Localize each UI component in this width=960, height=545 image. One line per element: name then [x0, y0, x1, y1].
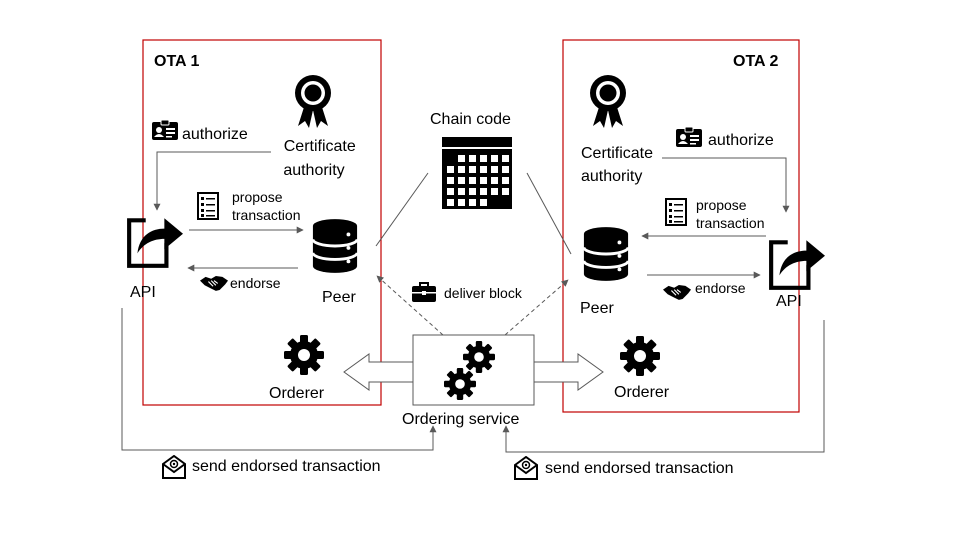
calendar-cell: [469, 166, 476, 173]
ordering-service-fat-arrow-left: [343, 353, 413, 391]
send-right-label: send endorsed transaction: [545, 460, 734, 477]
ota1-handshake-icon: [200, 275, 228, 292]
ota2-id-card-icon: [676, 127, 702, 147]
ordering-service-box: [412, 334, 535, 406]
calendar-cell: [447, 177, 454, 184]
calendar-cell: [447, 199, 454, 206]
calendar-cell: [502, 155, 509, 162]
ordering-service-label: Ordering service: [402, 411, 519, 428]
calendar-cell: [458, 188, 465, 195]
calendar-cell: [447, 188, 454, 195]
ota1-boundary: [142, 39, 382, 406]
calendar-cell: [502, 188, 509, 195]
send-left-arrow: [121, 308, 437, 451]
calendar-cell: [491, 166, 498, 173]
calendar-cell: [447, 166, 454, 173]
ota1-propose-icon: [197, 192, 219, 220]
ota2-api-label: API: [776, 293, 802, 310]
ota2-endorse-label: endorse: [695, 280, 746, 296]
calendar-cell: [458, 155, 465, 162]
ota2-authorize-arrow: [662, 157, 790, 213]
calendar-cell: [480, 166, 487, 173]
ota2-peer-label: Peer: [580, 300, 614, 317]
calendar-cell: [480, 188, 487, 195]
chain-code-calendar-icon: [442, 137, 512, 209]
calendar-cell: [458, 177, 465, 184]
calendar-cell: [491, 177, 498, 184]
deliver-block-briefcase-icon: [412, 282, 436, 302]
ota1-peer-icon: [311, 217, 359, 275]
ota1-certificate-authority-label: Certificate authority: [283, 138, 360, 179]
send-left-label: send endorsed transaction: [192, 458, 381, 475]
calendar-cell: [458, 166, 465, 173]
ota2-authorize-label: authorize: [708, 132, 774, 149]
calendar-cell: [502, 177, 509, 184]
ordering-service-gear-icon-small: [444, 368, 476, 400]
ordering-service-gear-icon-large: [463, 341, 495, 373]
ota2-orderer-label: Orderer: [614, 384, 670, 401]
ota1-endorse-label: endorse: [230, 275, 281, 291]
calendar-cell: [491, 155, 498, 162]
ota1-authorize-arrow: [153, 151, 271, 211]
calendar-cell: [480, 177, 487, 184]
ota1-title: OTA 1: [154, 53, 199, 70]
ota2-propose-label: propose transaction: [696, 197, 764, 231]
ota2-certificate-icon: [590, 75, 626, 128]
ota1-id-card-icon: [152, 120, 178, 140]
calendar-cell: [480, 199, 487, 206]
ota2-handshake-icon: [663, 284, 691, 301]
calendar-cell: [469, 188, 476, 195]
ota2-api-icon: [771, 240, 825, 288]
ota2-title: OTA 2: [733, 53, 778, 70]
ota2-orderer-icon: [620, 336, 660, 376]
chain-code-link-right: [526, 172, 572, 255]
send-right-mail-icon: [514, 456, 538, 480]
ota1-orderer-icon: [284, 335, 324, 375]
ota2-peer-icon: [582, 225, 630, 283]
send-right-arrow: [502, 320, 825, 453]
ota1-api-label: API: [130, 284, 156, 301]
ota1-api-icon: [129, 218, 183, 266]
deliver-block-label: deliver block: [444, 285, 523, 301]
deliver-block-arrow-left: [376, 275, 444, 336]
calendar-cell: [469, 177, 476, 184]
chain-code-link-left: [375, 172, 429, 247]
ota1-certificate-icon: [295, 75, 331, 128]
calendar-cell: [491, 188, 498, 195]
ordering-service-fat-arrow-right: [534, 353, 604, 391]
send-left-mail-icon: [162, 455, 186, 479]
ota2-certificate-authority-label: Certificate authority: [581, 145, 657, 185]
calendar-cell: [458, 199, 465, 206]
chain-code-label: Chain code: [430, 111, 511, 128]
calendar-cell: [469, 199, 476, 206]
calendar-cell: [480, 155, 487, 162]
ota1-propose-label: propose transaction: [232, 189, 300, 223]
ota1-authorize-label: authorize: [182, 126, 248, 143]
ota2-propose-icon: [665, 198, 687, 226]
ota1-peer-label: Peer: [322, 289, 356, 306]
ota1-orderer-label: Orderer: [269, 385, 325, 402]
ota2-boundary: [562, 39, 800, 413]
calendar-cell: [469, 155, 476, 162]
calendar-cell: [502, 166, 509, 173]
